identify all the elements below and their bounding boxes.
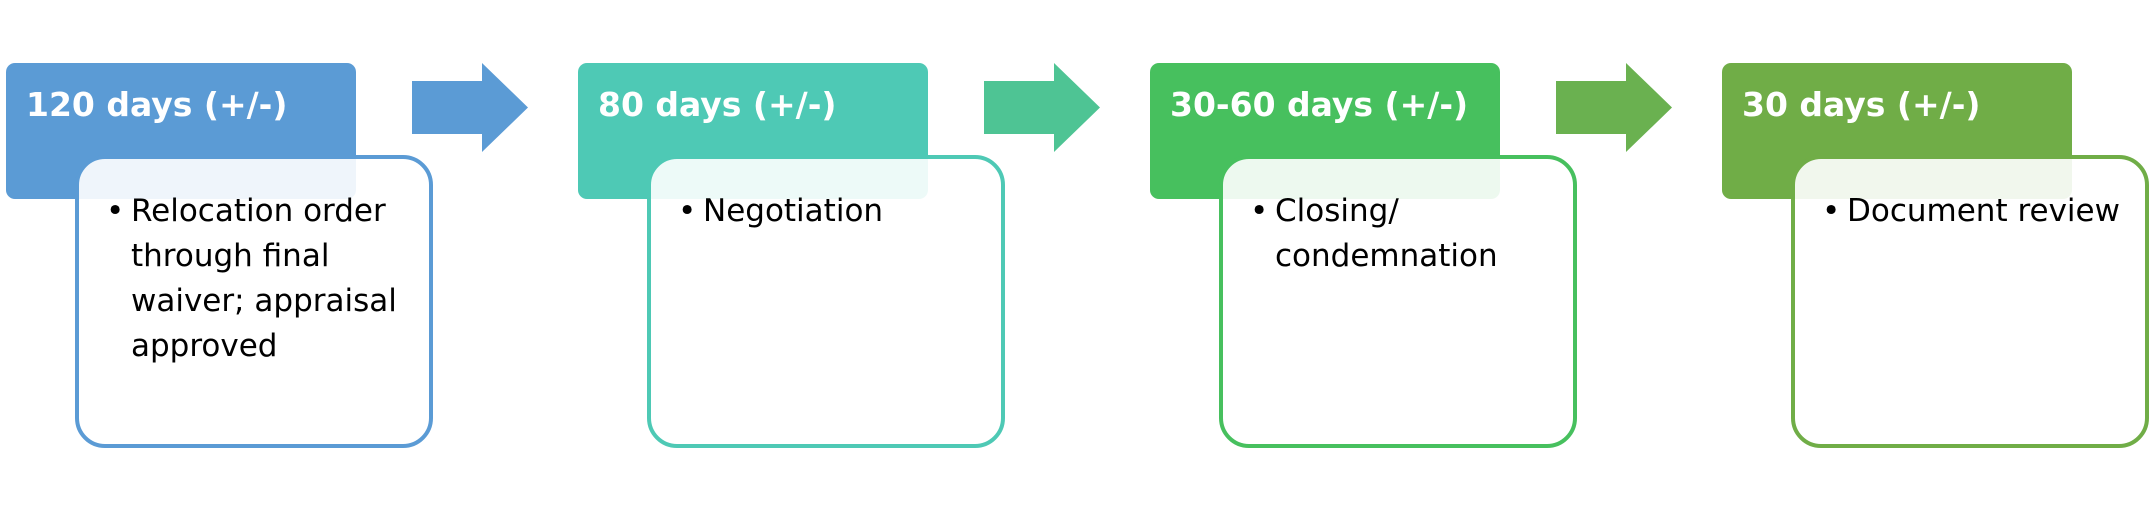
step-4-bullet-list: • Document review bbox=[1822, 189, 2131, 234]
right-arrow-icon bbox=[1556, 63, 1672, 152]
step-1-bullet-text: Relocation order through final waiver; a… bbox=[131, 193, 397, 364]
step-1-card: • Relocation order through final waiver;… bbox=[75, 155, 433, 448]
step-4-card: • Document review bbox=[1791, 155, 2149, 448]
arrow-2-shape bbox=[984, 63, 1100, 152]
step-4-bullet-item: • Document review bbox=[1822, 189, 2131, 234]
arrow-1-shape bbox=[412, 63, 528, 152]
step-2-bullet-text: Negotiation bbox=[703, 193, 884, 229]
bullet-dot-icon: • bbox=[1250, 193, 1269, 229]
bullet-dot-icon: • bbox=[1822, 193, 1841, 229]
step-3-bullet-text: Closing/ condemnation bbox=[1275, 193, 1498, 274]
step-3-card: • Closing/ condemnation bbox=[1219, 155, 1577, 448]
process-step-2: 80 days (+/-) • Negotiation bbox=[572, 0, 1005, 508]
step-1-bullet-list: • Relocation order through final waiver;… bbox=[106, 189, 415, 369]
bullet-dot-icon: • bbox=[106, 193, 125, 229]
bullet-dot-icon: • bbox=[678, 193, 697, 229]
process-step-3: 30-60 days (+/-) • Closing/ condemnation bbox=[1144, 0, 1577, 508]
step-2-bullet-list: • Negotiation bbox=[678, 189, 987, 234]
process-step-1: 120 days (+/-) • Relocation order throug… bbox=[0, 0, 433, 508]
right-arrow-icon bbox=[984, 63, 1100, 152]
step-2-card: • Negotiation bbox=[647, 155, 1005, 448]
step-2-bullet-item: • Negotiation bbox=[678, 189, 987, 234]
step-4-bullet-text: Document review bbox=[1847, 193, 2120, 229]
process-step-4: 30 days (+/-) • Document review bbox=[1716, 0, 2149, 508]
arrow-3-shape bbox=[1556, 63, 1672, 152]
step-1-bullet-item: • Relocation order through final waiver;… bbox=[106, 189, 415, 369]
step-3-bullet-list: • Closing/ condemnation bbox=[1250, 189, 1559, 279]
step-3-bullet-item: • Closing/ condemnation bbox=[1250, 189, 1559, 279]
right-arrow-icon bbox=[412, 63, 528, 152]
